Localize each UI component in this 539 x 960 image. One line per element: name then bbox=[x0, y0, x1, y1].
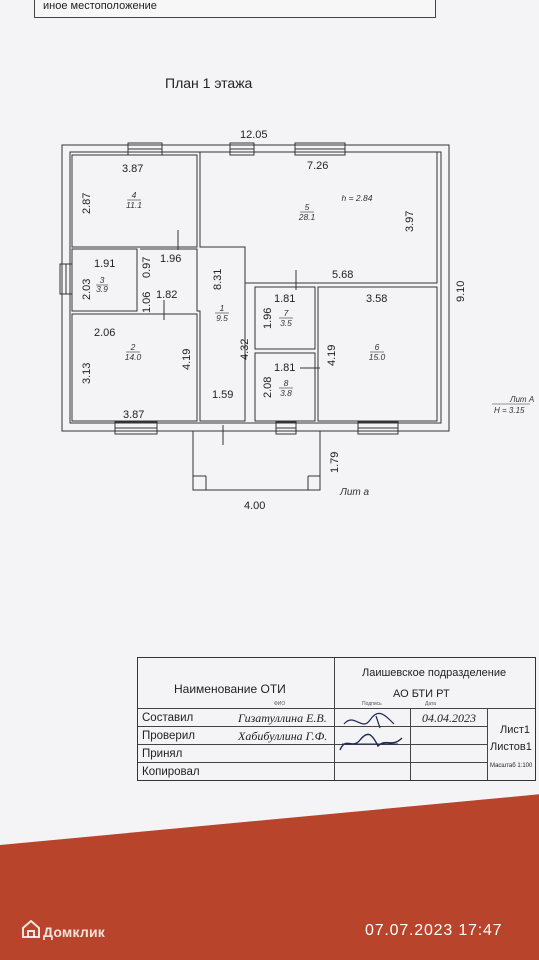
role-accepted: Принял bbox=[142, 748, 183, 760]
col-fio: ФИО bbox=[274, 701, 286, 707]
room-6-outline bbox=[317, 286, 438, 422]
compiled-date: 04.04.2023 bbox=[422, 711, 476, 725]
room-5-height-note: h = 2.84 bbox=[342, 193, 373, 203]
col-date: Дата bbox=[425, 701, 437, 707]
room-6-number: 6 bbox=[375, 342, 380, 352]
dim-porch-width: 4.00 bbox=[244, 500, 265, 512]
lit-main-label: Лит А bbox=[509, 395, 534, 404]
dim-room6-width: 3.58 bbox=[366, 293, 387, 305]
room-4-area: 11.1 bbox=[126, 200, 142, 210]
room-8-area: 3.8 bbox=[280, 388, 292, 398]
lit-main-height: Н = 3.15 bbox=[494, 406, 525, 415]
location-box: иное местоположение bbox=[34, 0, 436, 18]
signature-marks bbox=[339, 712, 403, 751]
room-8-number: 8 bbox=[284, 378, 289, 388]
porch-outline bbox=[192, 431, 321, 491]
room-5-number: 5 bbox=[305, 202, 310, 212]
dim-room7-height: 1.96 bbox=[262, 308, 274, 329]
dim-room1-length: 8.31 bbox=[212, 269, 224, 290]
dim-room5-width: 7.26 bbox=[307, 160, 328, 172]
dim-room1-d: 4.32 bbox=[239, 339, 251, 360]
photo-timestamp: 07.07.2023 17:47 bbox=[365, 922, 503, 939]
dim-room1-a: 0.97 bbox=[141, 257, 153, 278]
col-signature: Подпись bbox=[362, 701, 382, 707]
dim-room2-right: 4.19 bbox=[181, 349, 193, 370]
room-2-number: 2 bbox=[130, 342, 136, 352]
room-1-number: 1 bbox=[220, 303, 225, 313]
room-3-area: 3.9 bbox=[96, 284, 108, 294]
dim-bottom-left: 3.87 bbox=[123, 409, 144, 421]
room-6-area: 15.0 bbox=[369, 352, 386, 362]
outer-wall bbox=[61, 144, 450, 432]
dim-room2-height: 3.13 bbox=[81, 363, 93, 384]
compiled-by-name: Гизатуллина Е.В. bbox=[238, 711, 327, 725]
dim-room1-b: 1.06 bbox=[141, 292, 153, 313]
checked-by-name: Хабибуллина Г.Ф. bbox=[238, 729, 328, 743]
room-5-outline bbox=[199, 152, 438, 284]
dim-room1-bottom: 1.59 bbox=[212, 389, 233, 401]
room-5-area: 28.1 bbox=[298, 212, 316, 222]
room-3-number: 3 bbox=[100, 275, 105, 285]
porch-label: Лит а bbox=[339, 487, 370, 498]
dim-room8-height: 2.08 bbox=[262, 377, 274, 398]
room-8-outline bbox=[254, 352, 316, 422]
dim-room8-width: 1.81 bbox=[274, 362, 295, 374]
dim-room7-width: 1.81 bbox=[274, 293, 295, 305]
dim-room4-width: 3.87 bbox=[122, 163, 143, 175]
room-7-area: 3.5 bbox=[280, 318, 292, 328]
room-2-area: 14.0 bbox=[125, 352, 142, 362]
role-checked: Проверил bbox=[142, 730, 195, 742]
role-compiled: Составил bbox=[142, 712, 194, 724]
domclick-logo-icon bbox=[22, 920, 40, 938]
room-7-outline bbox=[254, 286, 316, 350]
dim-room3-height: 2.03 bbox=[81, 279, 93, 300]
sheets-total: Листов1 bbox=[490, 741, 532, 753]
title-block: Наименование ОТИ Лаишевское подразделени… bbox=[137, 657, 536, 781]
room-7-number: 7 bbox=[284, 308, 289, 318]
organization-name: АО БТИ РТ bbox=[393, 688, 450, 700]
inner-wall bbox=[69, 151, 442, 424]
dim-room4-height: 2.87 bbox=[81, 193, 93, 214]
scale-label: Масштаб 1:100 bbox=[490, 763, 533, 769]
dim-overall-width: 12.05 bbox=[240, 129, 268, 141]
oti-name-label: Наименование ОТИ bbox=[174, 682, 286, 696]
room-1-area: 9.5 bbox=[216, 313, 228, 323]
dim-room2-width: 2.06 bbox=[94, 327, 115, 339]
dim-room1-top: 1.96 bbox=[160, 253, 181, 265]
division-name: Лаишевское подразделение bbox=[362, 667, 507, 679]
role-copied: Копировал bbox=[142, 766, 200, 778]
sheet-number: Лист1 bbox=[500, 724, 531, 736]
dim-room6-height: 4.19 bbox=[326, 345, 338, 366]
room-4-number: 4 bbox=[132, 190, 137, 200]
dim-porch-depth: 1.79 bbox=[329, 452, 341, 473]
room-2-outline bbox=[71, 313, 198, 422]
room-1-outline bbox=[140, 248, 246, 422]
dim-room1-c: 1.82 bbox=[156, 289, 177, 301]
location-label: иное местоположение bbox=[43, 0, 157, 12]
plan-title: План 1 этажа bbox=[165, 75, 253, 91]
dim-room5-height: 3.97 bbox=[404, 211, 416, 232]
dim-overall-height: 9.10 bbox=[455, 281, 467, 302]
dim-room3-width: 1.91 bbox=[94, 258, 115, 270]
domclick-watermark: Домклик bbox=[43, 924, 105, 940]
dim-room5-bottom: 5.68 bbox=[332, 269, 353, 281]
